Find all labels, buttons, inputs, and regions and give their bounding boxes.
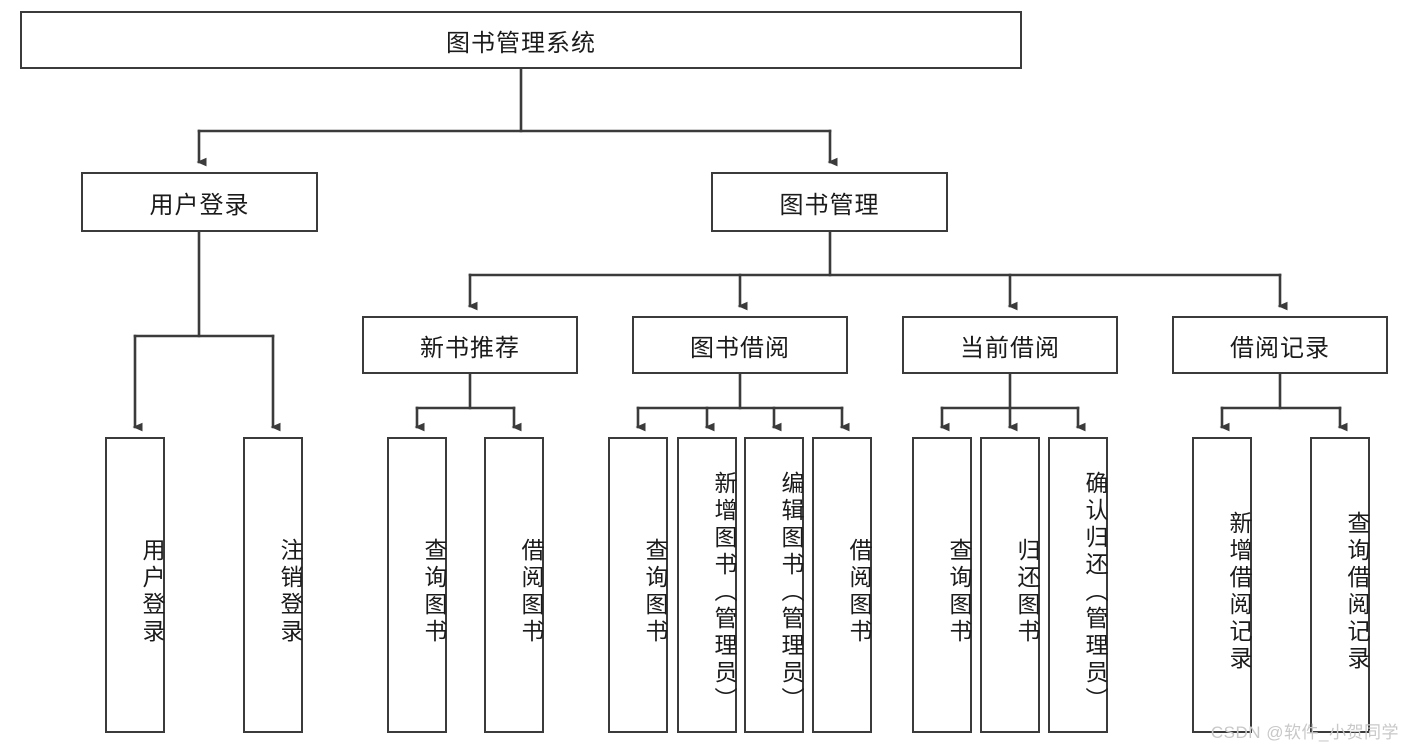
leaf-query-book-recommend-label: 查询图书 xyxy=(421,538,447,646)
node-book-borrow[interactable]: 图书借阅 xyxy=(632,316,848,374)
leaf-borrow-book-recommend-label: 借阅图书 xyxy=(518,538,544,646)
leaf-query-book-current-label: 查询图书 xyxy=(946,538,972,646)
node-book-borrow-label: 图书借阅 xyxy=(690,334,790,362)
watermark: CSDN @软件_小贺同学 xyxy=(1210,723,1399,742)
leaf-query-book-borrow-label: 查询图书 xyxy=(642,538,668,646)
leaf-query-borrow-record[interactable]: 查询借阅记录 xyxy=(1310,437,1370,733)
node-new-book-recommend-label: 新书推荐 xyxy=(420,334,520,362)
leaf-add-borrow-record-label: 新增借阅记录 xyxy=(1226,511,1252,673)
node-current-borrow[interactable]: 当前借阅 xyxy=(902,316,1118,374)
leaf-edit-book-admin-label: 编辑图书（管理员） xyxy=(778,470,804,714)
node-borrow-record[interactable]: 借阅记录 xyxy=(1172,316,1388,374)
node-book-management-label: 图书管理 xyxy=(779,191,880,219)
leaf-confirm-return-admin-label: 确认归还（管理员） xyxy=(1082,470,1108,714)
leaf-add-borrow-record[interactable]: 新增借阅记录 xyxy=(1192,437,1252,733)
leaf-borrow-book[interactable]: 借阅图书 xyxy=(812,437,872,733)
node-new-book-recommend[interactable]: 新书推荐 xyxy=(362,316,578,374)
leaf-user-login-label: 用户登录 xyxy=(139,538,165,646)
leaf-return-book[interactable]: 归还图书 xyxy=(980,437,1040,733)
node-root[interactable]: 图书管理系统 xyxy=(20,11,1022,69)
leaf-query-book-current[interactable]: 查询图书 xyxy=(912,437,972,733)
leaf-query-book-recommend[interactable]: 查询图书 xyxy=(387,437,447,733)
leaf-logout-label: 注销登录 xyxy=(277,538,303,646)
node-borrow-record-label: 借阅记录 xyxy=(1230,334,1330,362)
leaf-add-book-admin-label: 新增图书（管理员） xyxy=(711,470,737,714)
leaf-borrow-book-recommend[interactable]: 借阅图书 xyxy=(484,437,544,733)
leaf-add-book-admin[interactable]: 新增图书（管理员） xyxy=(677,437,737,733)
node-user-login-label: 用户登录 xyxy=(149,191,250,219)
leaf-return-book-label: 归还图书 xyxy=(1014,538,1040,646)
leaf-borrow-book-label: 借阅图书 xyxy=(846,538,872,646)
leaf-user-login[interactable]: 用户登录 xyxy=(105,437,165,733)
leaf-query-book-borrow[interactable]: 查询图书 xyxy=(608,437,668,733)
node-book-management[interactable]: 图书管理 xyxy=(711,172,948,232)
node-user-login[interactable]: 用户登录 xyxy=(81,172,318,232)
leaf-confirm-return-admin[interactable]: 确认归还（管理员） xyxy=(1048,437,1108,733)
leaf-logout[interactable]: 注销登录 xyxy=(243,437,303,733)
node-current-borrow-label: 当前借阅 xyxy=(960,334,1060,362)
leaf-query-borrow-record-label: 查询借阅记录 xyxy=(1344,511,1370,673)
node-root-label: 图书管理系统 xyxy=(446,29,596,57)
leaf-edit-book-admin[interactable]: 编辑图书（管理员） xyxy=(744,437,804,733)
